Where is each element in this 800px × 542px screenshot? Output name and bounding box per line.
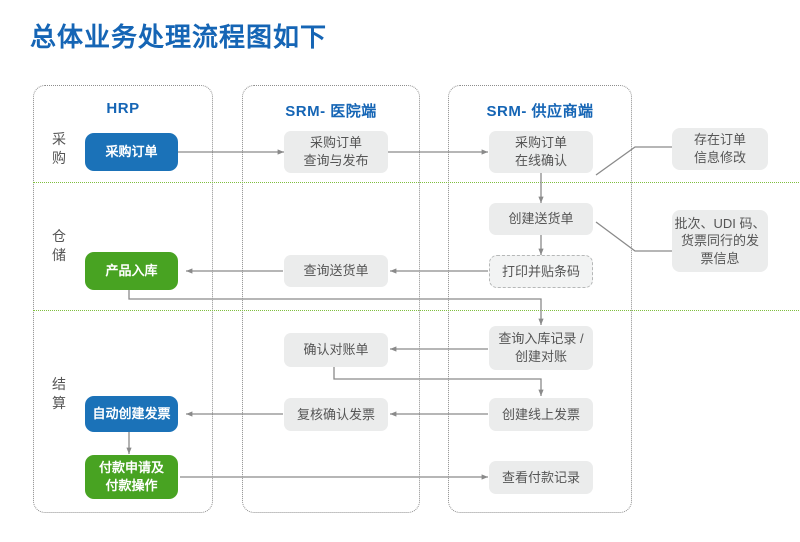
node-print-attach-barcode[interactable]: 打印并贴条码 — [489, 255, 593, 288]
note-batch-udi: 批次、UDI 码、 货票同行的发 票信息 — [672, 210, 768, 272]
phase-divider-warehouse-settlement — [33, 310, 799, 311]
node-purchase-order[interactable]: 采购订单 — [85, 133, 178, 171]
phase-label-warehouse: 仓 储 — [52, 228, 66, 263]
page-title: 总体业务处理流程图如下 — [30, 22, 328, 52]
node-product-inbound[interactable]: 产品入库 — [85, 252, 178, 290]
node-query-delivery-note[interactable]: 查询送货单 — [284, 255, 388, 287]
node-auto-create-invoice[interactable]: 自动创建发票 — [85, 396, 178, 432]
node-view-payment-record[interactable]: 查看付款记录 — [489, 461, 593, 494]
lane-title-hrp: HRP — [106, 100, 140, 117]
phase-label-purchase: 采 购 — [52, 131, 66, 166]
node-create-online-invoice[interactable]: 创建线上发票 — [489, 398, 593, 431]
node-po-query-publish[interactable]: 采购订单 查询与发布 — [284, 131, 388, 173]
note-order-change: 存在订单 信息修改 — [672, 128, 768, 170]
node-create-delivery-note[interactable]: 创建送货单 — [489, 203, 593, 235]
node-confirm-reconciliation[interactable]: 确认对账单 — [284, 333, 388, 367]
phase-label-settlement: 结 算 — [52, 376, 66, 411]
lane-title-srm-supplier: SRM- 供应商端 — [486, 103, 594, 120]
lane-title-srm-hospital: SRM- 医院端 — [285, 103, 377, 120]
node-query-inbound-create-recon[interactable]: 查询入库记录 / 创建对账 — [489, 326, 593, 370]
node-po-online-confirm[interactable]: 采购订单 在线确认 — [489, 131, 593, 173]
node-payment-request-ops[interactable]: 付款申请及 付款操作 — [85, 455, 178, 499]
phase-divider-purchase-warehouse — [33, 182, 799, 183]
node-review-confirm-invoice[interactable]: 复核确认发票 — [284, 398, 388, 431]
